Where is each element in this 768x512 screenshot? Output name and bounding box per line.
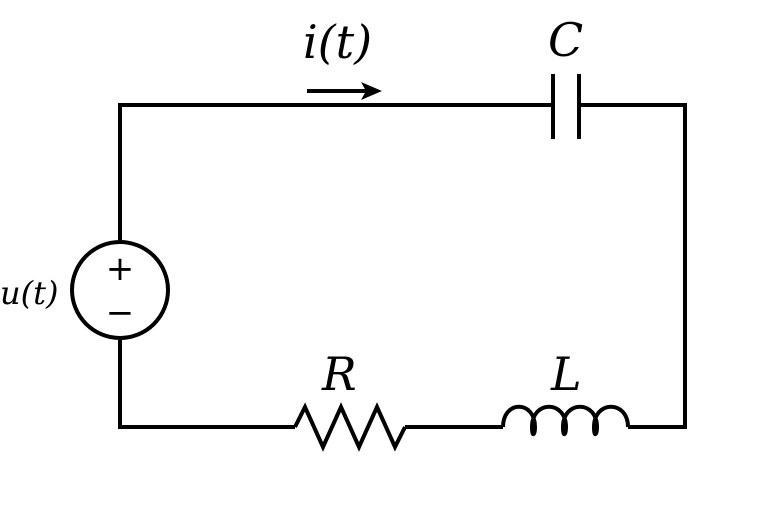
resistor-zigzag <box>293 402 407 452</box>
voltage-source: + − <box>70 240 170 340</box>
wire-bottom-left <box>118 340 295 429</box>
resistor-label: R <box>321 347 357 401</box>
current-arrow-head <box>361 82 382 100</box>
voltage-source-minus: − <box>106 293 135 333</box>
voltage-source-circle <box>70 240 170 340</box>
capacitor-label: C <box>548 13 583 67</box>
wires <box>118 103 687 429</box>
wire-top-left <box>118 103 553 240</box>
resistor <box>293 402 407 452</box>
inductor <box>501 404 630 437</box>
voltage-source-plus: + <box>106 249 135 289</box>
current-arrow <box>307 82 382 100</box>
capacitor <box>551 74 581 139</box>
inductor-coil <box>501 404 630 437</box>
wire-top-right <box>579 103 687 429</box>
voltage-source-label: u(t) <box>0 274 58 312</box>
current-label: i(t) <box>303 15 372 69</box>
inductor-label: L <box>550 347 582 401</box>
